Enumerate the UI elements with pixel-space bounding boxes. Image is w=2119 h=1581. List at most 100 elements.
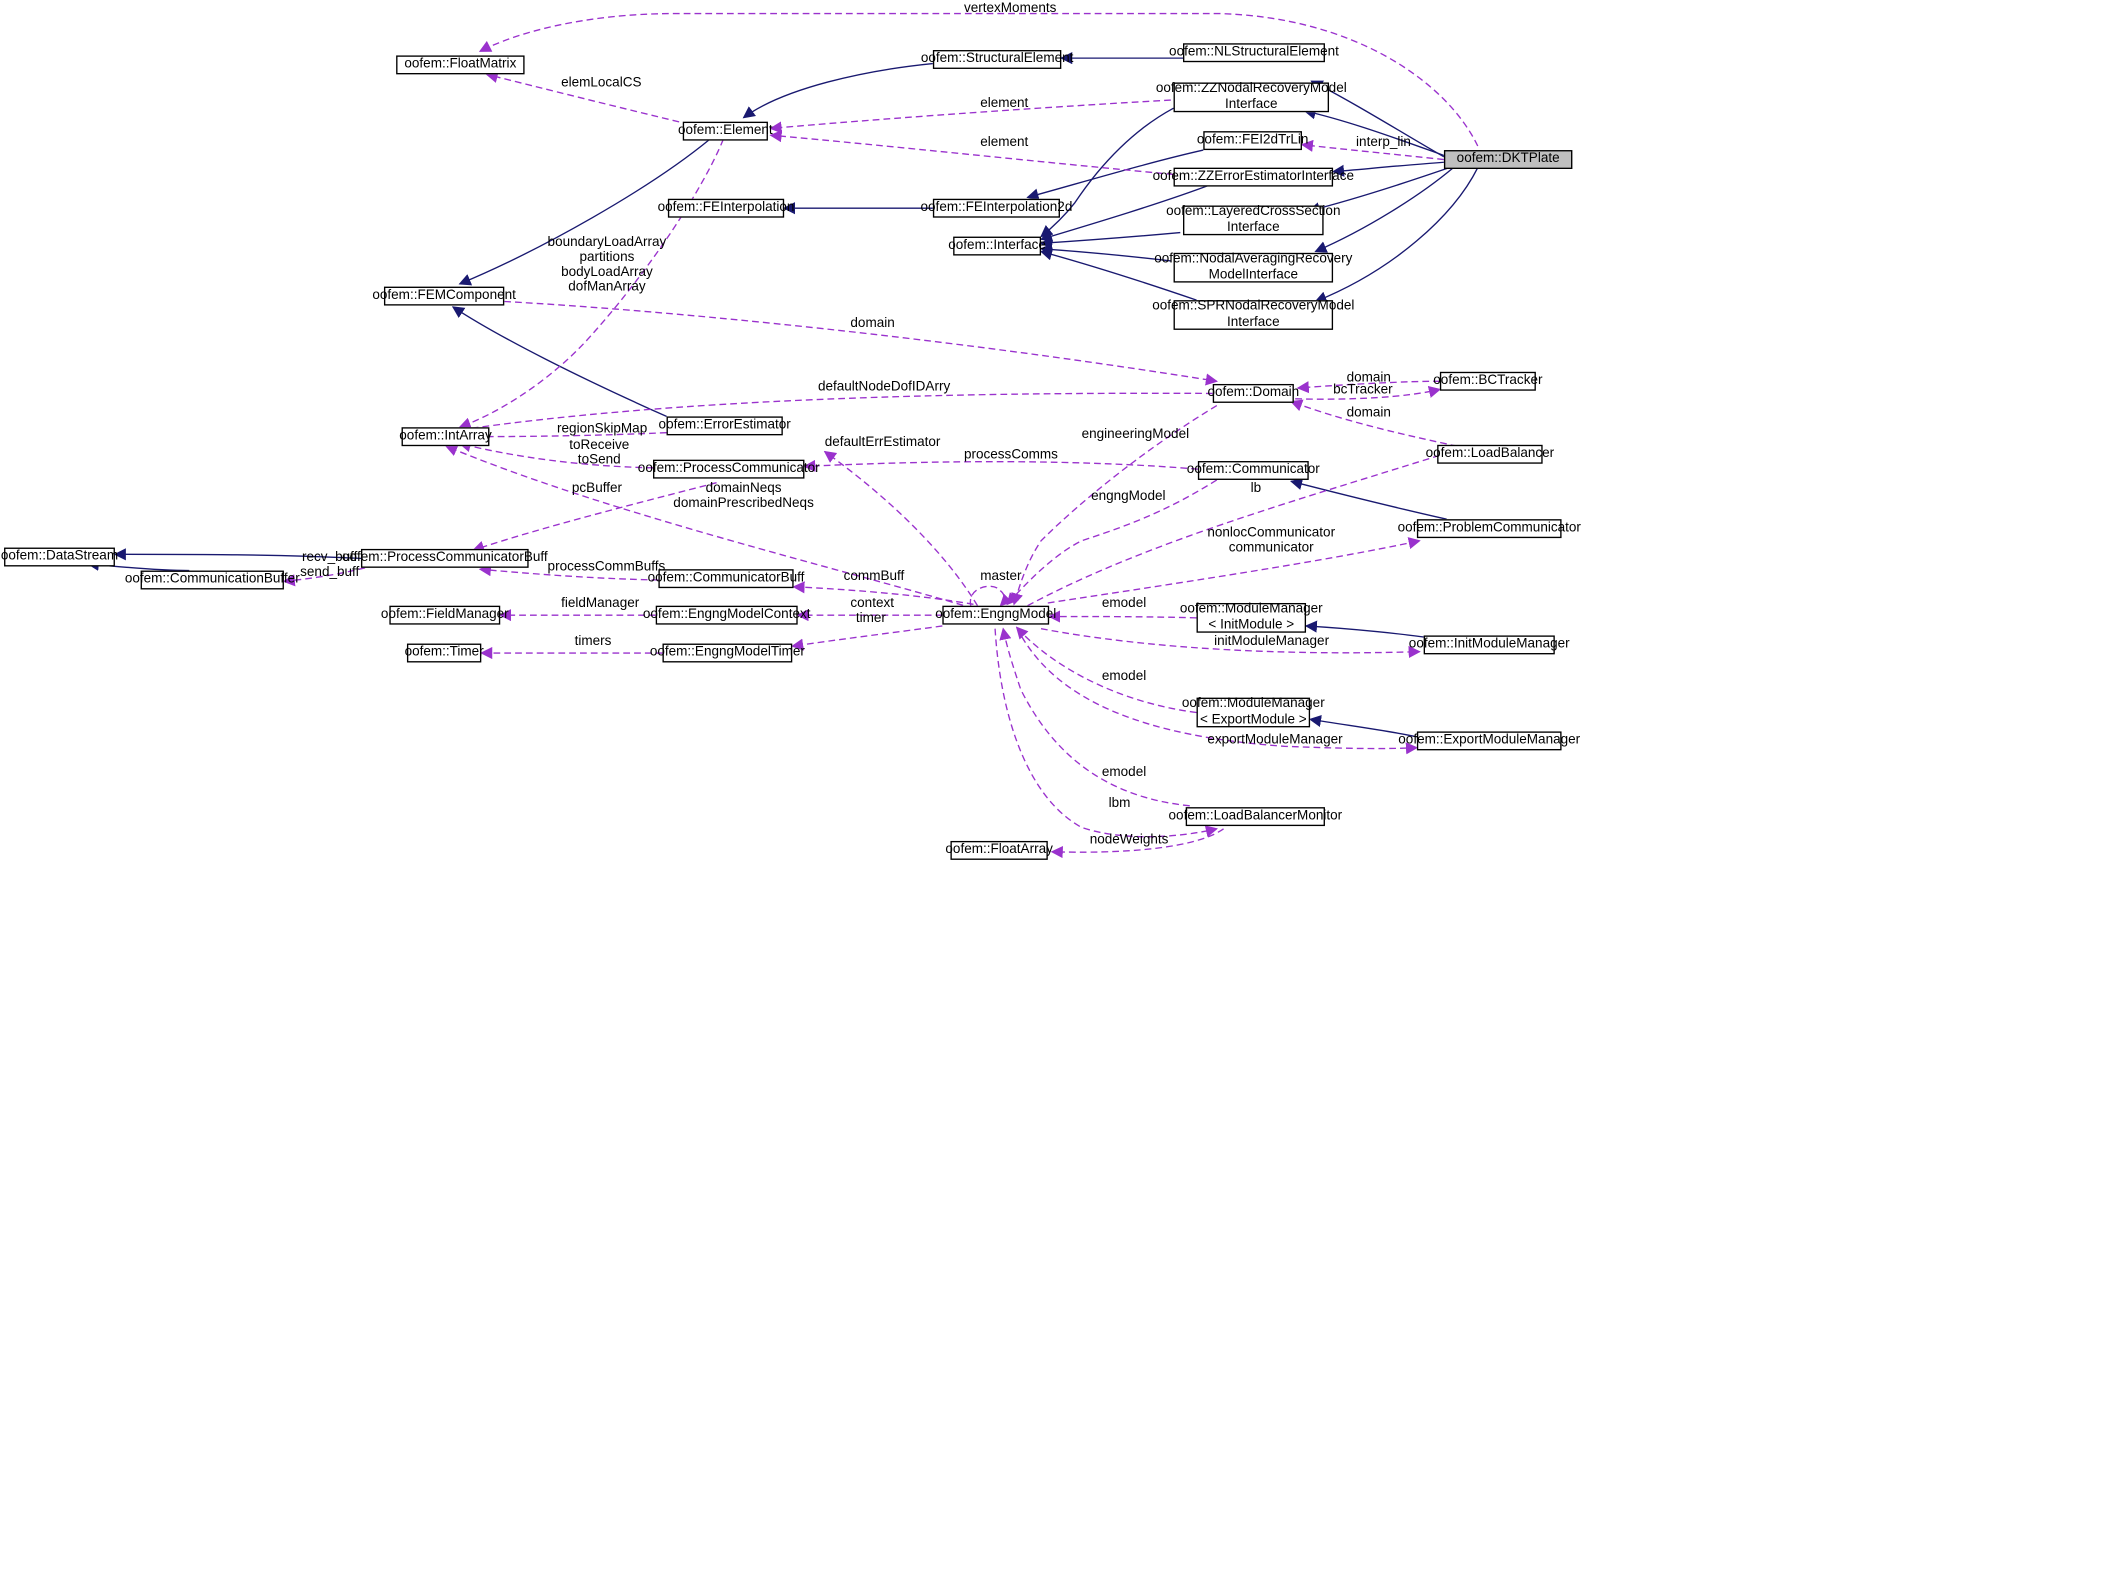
node-engng-model[interactable]: oofem::EngngModel — [935, 605, 1056, 625]
node-layered-cross-section-interface[interactable]: oofem::LayeredCrossSection Interface — [1166, 204, 1340, 236]
edge-dktplate-spr — [1314, 167, 1479, 304]
node-feinterpolation-label: oofem::FEInterpolation — [657, 200, 795, 215]
edge-domain-engngmodel — [1011, 405, 1218, 606]
node-spr-label-line2: Interface — [1226, 315, 1280, 330]
edge-dktplate-fei2dtrlin — [1300, 139, 1445, 161]
edge-loadbalancermonitor-floatarray — [1050, 828, 1224, 859]
node-init-module-manager[interactable]: oofem::InitModuleManager — [1409, 635, 1570, 655]
edge-spr-interface — [1039, 248, 1197, 301]
node-data-stream[interactable]: oofem::DataStream — [1, 547, 118, 567]
node-interface-label: oofem::Interface — [948, 237, 1046, 253]
edge-label-node-weights: nodeWeights — [1089, 832, 1169, 848]
node-load-balancer-monitor-label: oofem::LoadBalancerMonitor — [1168, 808, 1343, 824]
edge-label-domain-neqs: domainNeqs domainPrescribedNeqs — [673, 481, 814, 511]
node-communication-buffer[interactable]: oofem::CommunicationBuffer — [125, 570, 300, 590]
edge-layered-interface — [1039, 231, 1181, 249]
node-int-array[interactable]: oofem::IntArray — [399, 427, 492, 447]
edge-label-emodel-lbm: emodel — [1101, 765, 1147, 781]
node-load-balancer-label: oofem::LoadBalancer — [1425, 446, 1555, 462]
node-field-manager[interactable]: oofem::FieldManager — [381, 605, 509, 625]
node-error-estimator[interactable]: oofem::ErrorEstimator — [659, 416, 791, 436]
edge-engngmodel-engngmodeltimer — [791, 625, 943, 651]
node-process-communicator-buff-label: oofem::ProcessCommunicatorBuff — [341, 550, 548, 566]
node-engng-model-context[interactable]: oofem::EngngModelContext — [643, 605, 811, 625]
edge-label-send-buff: send_buff — [300, 565, 360, 581]
node-communicator-buff-label: oofem::CommunicatorBuff — [647, 570, 805, 586]
node-engng-model-timer[interactable]: oofem::EngngModelTimer — [650, 643, 805, 663]
edge-modulemanagerexport-engngmodel — [1015, 626, 1197, 714]
edge-label-communicators: nonlocCommunicator communicator — [1207, 526, 1335, 556]
node-process-communicator[interactable]: oofem::ProcessCommunicator — [638, 459, 820, 479]
edge-label-element-1: element — [980, 95, 1029, 111]
node-module-manager-init-module[interactable]: oofem::ModuleManager < InitModule > — [1180, 602, 1323, 633]
edge-label-dof-arrays: boundaryLoadArray partitions bodyLoadArr… — [548, 235, 667, 294]
node-bc-tracker-label: oofem::BCTracker — [1433, 373, 1543, 389]
node-communicator-buff[interactable]: oofem::CommunicatorBuff — [648, 569, 804, 589]
edge-loadbalancermonitor-engngmodel — [999, 627, 1190, 807]
edge-structural-element — [742, 62, 933, 119]
edge-label-nonloc-communicator: nonlocCommunicator — [1207, 525, 1336, 541]
node-process-communicator-label: oofem::ProcessCommunicator — [637, 461, 820, 476]
node-domain[interactable]: oofem::Domain — [1207, 383, 1299, 403]
node-fem-component-label: oofem::FEMComponent — [372, 287, 516, 303]
node-nodal-averaging-recovery-model-interface[interactable]: oofem::NodalAveragingRecovery ModelInter… — [1154, 251, 1352, 283]
node-fei2dtrlin-label: oofem::FEI2dTrLin — [1196, 132, 1309, 148]
edge-label-to-receive: toReceive — [569, 438, 630, 453]
edge-label-process-comms: processComms — [963, 447, 1058, 463]
edge-label-pc-buffer: pcBuffer — [571, 481, 623, 497]
node-export-module-manager[interactable]: oofem::ExportModuleManager — [1398, 731, 1580, 751]
node-problem-communicator[interactable]: oofem::ProblemCommunicator — [1398, 519, 1581, 539]
node-timer[interactable]: oofem::Timer — [405, 643, 484, 663]
edge-engngmodel-loadbalancer — [1027, 446, 1462, 607]
edge-label-init-module-manager: initModuleManager — [1214, 634, 1330, 649]
node-float-array[interactable]: oofem::FloatArray — [945, 840, 1053, 860]
node-process-communicator-buff[interactable]: oofem::ProcessCommunicatorBuff — [342, 548, 548, 568]
edge-engngmodel-problemcommunicator — [1047, 537, 1421, 604]
node-zz-nodal-recovery-label-line2: Interface — [1224, 97, 1278, 113]
edge-label-domain-bc: domain — [1346, 370, 1391, 386]
edge-label-timer: timer — [855, 611, 886, 626]
edge-label-lb: lb — [1250, 481, 1262, 497]
node-element-label: oofem::Element — [678, 123, 773, 138]
edge-dktplate-nodalaveraging — [1314, 167, 1454, 253]
edge-label-recv-buff: recv_buff — [302, 550, 358, 566]
node-zz-error-estimator-interface[interactable]: oofem::ZZErrorEstimatorInterface — [1153, 167, 1354, 187]
edge-label-communicator: communicator — [1228, 540, 1314, 556]
edge-label-element-2: element — [980, 135, 1029, 151]
edge-dktplate-zznodalrecovery — [1303, 107, 1445, 157]
node-module-manager-export-module[interactable]: oofem::ModuleManager < ExportModule > — [1182, 696, 1325, 728]
node-load-balancer-monitor[interactable]: oofem::LoadBalancerMonitor — [1169, 807, 1342, 827]
node-structural-element[interactable]: oofem::StructuralElement — [921, 50, 1073, 69]
edge-exportmodulemanager-modulemanager — [1308, 715, 1418, 738]
node-element[interactable]: oofem::Element — [678, 121, 773, 141]
edge-bctracker-domain — [1296, 380, 1440, 394]
edge-label-region-skip-map: regionSkipMap — [557, 421, 648, 437]
node-dktplate[interactable]: oofem::DKTPlate — [1443, 150, 1573, 169]
node-spr-nodal-recovery-model-interface[interactable]: oofem::SPRNodalRecoveryModel Interface — [1152, 299, 1354, 330]
edge-engngmodel-loadbalancermonitor — [994, 628, 1218, 838]
node-float-matrix[interactable]: oofem::FloatMatrix — [396, 55, 525, 75]
node-interface[interactable]: oofem::Interface — [948, 236, 1046, 256]
edge-label-dof-man-array: dofManArray — [568, 279, 646, 295]
node-problem-communicator-label: oofem::ProblemCommunicator — [1397, 520, 1581, 536]
node-fem-component[interactable]: oofem::FEMComponent — [372, 286, 516, 306]
node-zz-nodal-recovery-interface[interactable]: oofem::ZZNodalRecoveryModel Interface — [1156, 81, 1347, 113]
edge-engngmodel-initmodulemanager — [1040, 628, 1421, 659]
edge-label-master: master — [980, 569, 1022, 585]
node-feinterpolation[interactable]: oofem::FEInterpolation — [658, 198, 794, 218]
node-bc-tracker[interactable]: oofem::BCTracker — [1433, 371, 1542, 391]
node-nl-structural-element[interactable]: oofem::NLStructuralElement — [1169, 43, 1339, 63]
edge-label-buffs: recv_buff send_buff — [300, 550, 359, 580]
edge-nodalaveraging-interface — [1039, 243, 1171, 262]
node-spr-label-line1: oofem::SPRNodalRecoveryModel — [1152, 298, 1355, 314]
node-feinterpolation2d[interactable]: oofem::FEInterpolation2d — [921, 198, 1072, 218]
edge-label-elem-local-cs: elemLocalCS — [561, 75, 642, 91]
node-module-manager-export-label-line1: oofem::ModuleManager — [1181, 696, 1325, 712]
node-load-balancer[interactable]: oofem::LoadBalancer — [1426, 444, 1554, 464]
node-communicator[interactable]: oofem::Communicator — [1187, 461, 1320, 480]
edge-processcommunicator-processcommbuff — [472, 482, 717, 553]
edge-label-domain-prescribed-neqs: domainPrescribedNeqs — [673, 496, 814, 512]
node-error-estimator-label: oofem::ErrorEstimator — [658, 417, 791, 433]
edge-communicatorbuff-processcommbuff — [478, 564, 659, 581]
node-fei2dtrlin[interactable]: oofem::FEI2dTrLin — [1197, 131, 1308, 151]
